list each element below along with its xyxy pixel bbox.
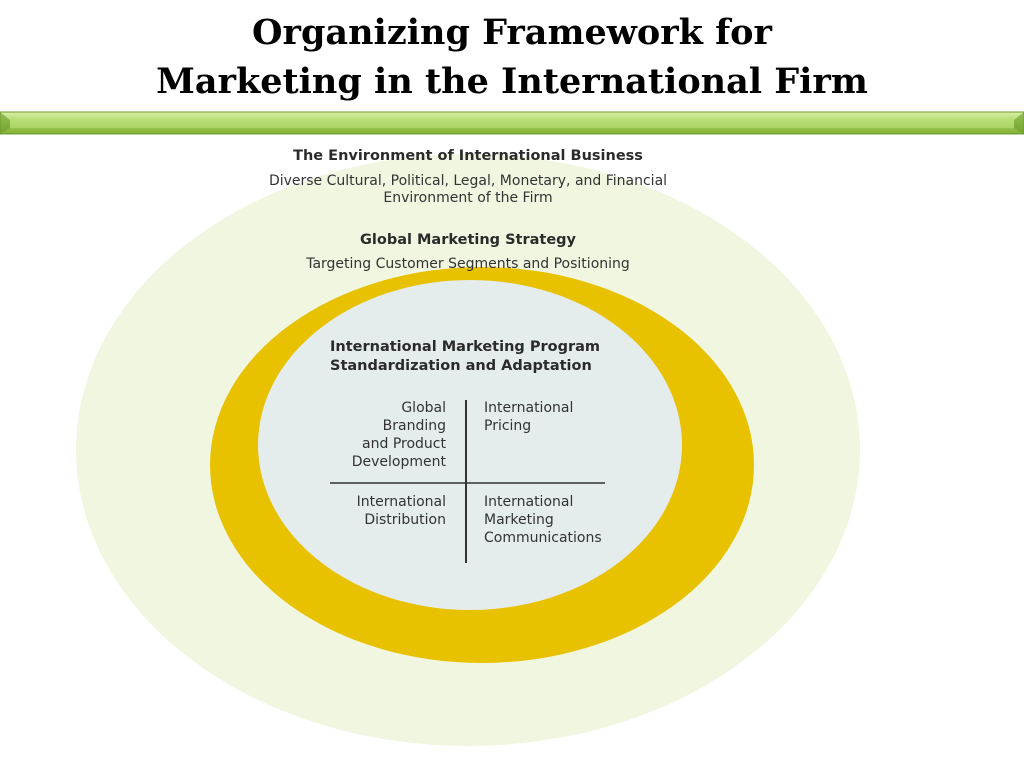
title-divider-bar: [0, 111, 1024, 135]
quadrant-tr-line: Pricing: [484, 418, 532, 434]
program-heading-line-1: International Marketing Program: [330, 339, 600, 355]
slide-title: Organizing Framework for Marketing in th…: [0, 8, 1024, 106]
quadrant-tl-line: Development: [351, 454, 446, 470]
quadrant-tl-line: Global: [401, 400, 446, 416]
slide-title-line-1: Organizing Framework for: [252, 12, 772, 53]
environment-description-line-2: Environment of the Firm: [383, 190, 553, 206]
environment-description-line-1: Diverse Cultural, Political, Legal, Mone…: [268, 173, 668, 189]
program-inner-circle: [258, 280, 682, 610]
quadrant-tl-line: and Product: [362, 436, 446, 452]
quadrant-international-pricing: International Pricing: [484, 399, 624, 435]
program-heading-line-2: Standardization and Adaptation: [330, 358, 592, 374]
quadrant-br-line: International: [484, 494, 574, 510]
quadrant-tl-line: Branding: [382, 418, 446, 434]
slide-title-line-2: Marketing in the International Firm: [156, 61, 868, 102]
quadrant-international-distribution: International Distribution: [316, 493, 446, 529]
quadrant-marketing-communications: International Marketing Communications: [484, 493, 634, 547]
quadrant-bl-line: Distribution: [364, 512, 446, 528]
strategy-heading: Global Marketing Strategy: [359, 232, 577, 248]
quadrant-bl-line: International: [356, 494, 446, 510]
quadrant-br-line: Communications: [484, 530, 602, 546]
strategy-description: Targeting Customer Segments and Position…: [306, 256, 630, 272]
quadrant-br-line: Marketing: [484, 512, 554, 528]
quadrant-tr-line: International: [484, 400, 574, 416]
quadrant-branding-product-development: Global Branding and Product Development: [316, 399, 446, 471]
environment-heading: The Environment of International Busines…: [293, 148, 643, 164]
